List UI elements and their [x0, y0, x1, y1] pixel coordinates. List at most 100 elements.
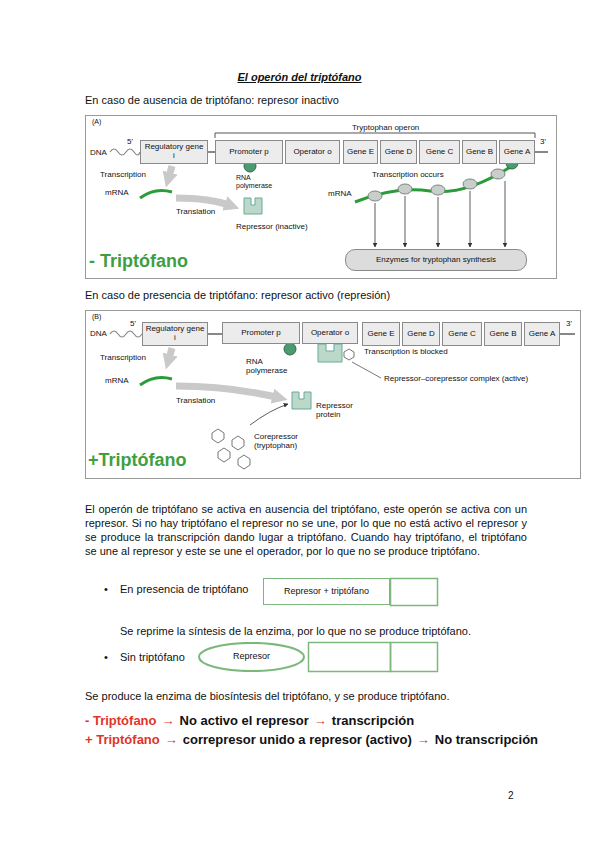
gene-box: Operator o: [302, 322, 358, 344]
text-label: +Triptófano: [88, 450, 187, 471]
summary-part: →: [417, 732, 430, 747]
text-label: - Triptófano: [89, 251, 188, 272]
node-text: Gene A: [529, 330, 556, 339]
node-text: Gene D: [385, 148, 413, 157]
node-text: Regulatory gene i: [145, 325, 205, 343]
text-label: (B): [92, 313, 101, 321]
text-label: 2: [508, 790, 514, 802]
text-label: DNA: [90, 329, 107, 338]
summary-part: No activo el represor: [180, 713, 309, 728]
text-label: Transcription: [100, 353, 146, 362]
gene-box: Regulatory gene i: [140, 140, 208, 164]
text-label: •: [104, 651, 108, 664]
text-label: •: [104, 583, 108, 596]
enzyme-band: Enzymes for tryptophan synthesis: [345, 249, 527, 271]
summary-part: + Triptófano: [85, 732, 160, 747]
mrna-strand: [355, 166, 512, 202]
node-text: Promoter p: [229, 148, 269, 157]
node-text: Promoter p: [241, 329, 281, 338]
dna-strand: [110, 331, 142, 337]
rna-polymerase: [284, 343, 296, 355]
text-label: mRNA: [328, 189, 352, 198]
gene-box: Operator o: [285, 140, 340, 164]
result-ellipse: Represor: [198, 642, 305, 672]
gene-box: Gene B: [484, 322, 522, 346]
leader-line: [352, 362, 381, 378]
text-label: (A): [92, 118, 101, 126]
text-label: Translation: [176, 207, 215, 216]
repressor-shape: [292, 392, 311, 409]
gene-box: Promoter p: [215, 140, 283, 164]
node-text: Operator o: [293, 148, 331, 157]
text-label: RNA polymerase: [246, 357, 294, 375]
summary-line: + Triptófano → correpresor unido a represo…: [85, 732, 538, 747]
node-text: Operator o: [311, 329, 349, 338]
text-label: 3': [540, 137, 546, 146]
repressor-shape: [244, 198, 262, 214]
text-label: 3': [566, 319, 572, 328]
ribosomes: [368, 169, 505, 201]
text-label: En caso de presencia de triptófano: repr…: [85, 289, 390, 302]
text-label: Tryptophan operon: [352, 123, 419, 132]
text-label: DNA: [90, 148, 107, 157]
text-label: En caso de ausencia de triptófano: repre…: [85, 94, 339, 107]
text-label: RNA polymerase: [236, 174, 280, 190]
process-arrow: [176, 198, 232, 206]
gene-box: Gene E: [343, 140, 378, 164]
node-text: Gene B: [466, 148, 493, 157]
text-label: Sin triptófano: [120, 651, 185, 664]
text-label: 5': [130, 319, 136, 328]
empty-box: [309, 643, 391, 672]
summary-line: - Triptófano→No activo el represor→trans…: [85, 713, 414, 728]
gene-box: Gene C: [442, 322, 482, 346]
gene-box: Promoter p: [222, 322, 300, 344]
gene-box: Gene A: [524, 322, 560, 346]
text-label: 5': [127, 137, 133, 146]
gene-box: Gene C: [419, 140, 460, 164]
gene-box: Gene D: [402, 322, 440, 346]
text-label: Se reprime la síntesis de la enzima, por…: [120, 625, 471, 638]
summary-part: transcripción: [332, 713, 414, 728]
node-text: Gene B: [489, 330, 516, 339]
node-text: Gene E: [367, 330, 394, 339]
text-label: Repressor protein: [316, 401, 364, 419]
node-text: Gene C: [426, 148, 454, 157]
summary-part: →: [165, 732, 178, 747]
gene-box: Gene E: [362, 322, 400, 346]
binding-arrow: [250, 404, 288, 425]
text-label: Transcription occurs: [372, 170, 444, 179]
summary-part: - Triptófano: [85, 713, 157, 728]
empty-box: [391, 643, 438, 672]
corepressor-shape: [344, 349, 354, 360]
text-label: Repressor (inactive): [236, 222, 308, 231]
corepressor-shapes: [212, 429, 250, 469]
node-text: Represor: [233, 652, 270, 662]
text-label: Se produce la enzima de biosíntesis del …: [85, 690, 449, 703]
mrna-strand: [140, 190, 172, 198]
gene-box: Regulatory gene i: [142, 322, 208, 346]
page-title: El operón del triptófano: [0, 71, 599, 84]
node-text: Gene D: [407, 330, 435, 339]
node-text: Gene E: [347, 148, 374, 157]
process-arrow: [168, 348, 172, 362]
text-label: Translation: [176, 396, 215, 405]
text-label: En presencia de triptófano: [120, 583, 248, 596]
node-text: Regulatory gene i: [143, 143, 205, 161]
text-label: mRNA: [105, 376, 129, 385]
node-text: Gene C: [448, 330, 476, 339]
text-label: Corepressor (tryptophan): [254, 432, 318, 450]
summary-part: No transcripción: [435, 732, 538, 747]
process-arrow: [168, 166, 172, 180]
node-text: Enzymes for tryptophan synthesis: [376, 256, 496, 265]
figure-frame: [86, 116, 557, 279]
text-label: Repressor–corepressor complex (active): [384, 374, 528, 383]
node-text: Represor + triptófano: [284, 587, 369, 597]
gene-box: Gene A: [499, 140, 535, 164]
summary-part: correpresor unido a represor (activo): [183, 732, 412, 747]
summary-part: →: [314, 713, 327, 728]
synthesis-arrows: [375, 181, 505, 247]
text-label: Transcription: [100, 170, 146, 179]
text-label: Transcription is blocked: [364, 347, 448, 356]
node-text: Gene A: [504, 148, 531, 157]
